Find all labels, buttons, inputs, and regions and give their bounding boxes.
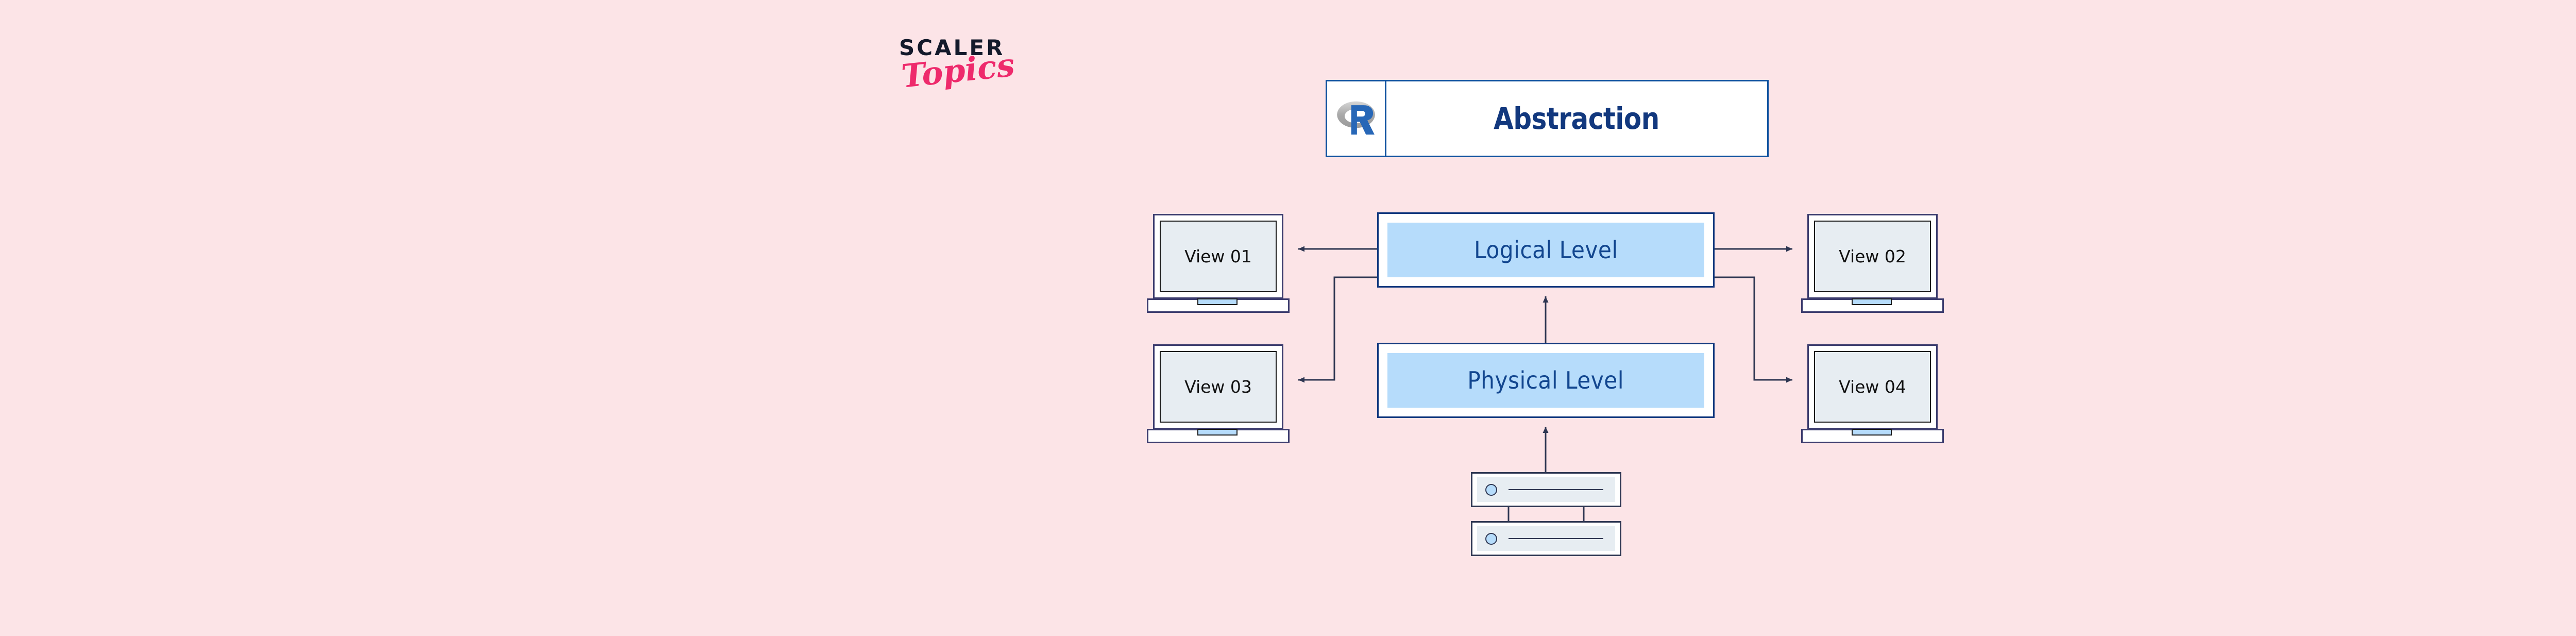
- scaler-topics-logo: SCALER Topics: [899, 37, 1033, 114]
- laptop-screen: View 01: [1160, 221, 1277, 292]
- laptop-lid: View 03: [1153, 344, 1283, 429]
- header-logo-cell: [1326, 80, 1386, 157]
- view-04-laptop-icon[interactable]: View 04: [1801, 344, 1944, 443]
- laptop-screen: View 03: [1160, 351, 1277, 423]
- header-title-cell: Abstraction: [1386, 80, 1769, 157]
- view-04-label: View 04: [1839, 377, 1906, 397]
- laptop-trackpad: [1197, 429, 1238, 436]
- laptop-trackpad: [1852, 298, 1892, 305]
- page-title: Abstraction: [1494, 101, 1660, 136]
- server-status-led-icon: [1485, 483, 1497, 496]
- connector-logical-to-view04: [1715, 276, 1792, 383]
- view-03-laptop-icon[interactable]: View 03: [1147, 344, 1290, 443]
- laptop-lid: View 04: [1807, 344, 1938, 429]
- view-03-label: View 03: [1184, 377, 1252, 397]
- laptop-trackpad: [1197, 298, 1238, 305]
- laptop-lid: View 02: [1807, 214, 1938, 299]
- laptop-trackpad: [1852, 429, 1892, 436]
- database-server-unit-top[interactable]: [1471, 472, 1621, 507]
- database-server-unit-bottom[interactable]: [1471, 521, 1621, 556]
- physical-level-node[interactable]: Physical Level: [1377, 343, 1715, 418]
- r-language-logo-icon: [1332, 94, 1380, 143]
- logical-level-fill: Logical Level: [1387, 223, 1704, 277]
- laptop-screen: View 02: [1814, 221, 1931, 292]
- connector-logical-to-view03: [1298, 276, 1377, 383]
- server-panel: [1477, 526, 1615, 551]
- view-01-laptop-icon[interactable]: View 01: [1147, 214, 1290, 313]
- view-02-laptop-icon[interactable]: View 02: [1801, 214, 1944, 313]
- physical-level-fill: Physical Level: [1387, 353, 1704, 408]
- server-panel: [1477, 477, 1615, 502]
- page-header-bar: Abstraction: [1326, 80, 1769, 157]
- server-status-led-icon: [1485, 532, 1497, 545]
- view-01-label: View 01: [1184, 246, 1252, 266]
- server-slot-line: [1509, 538, 1603, 539]
- server-slot-line: [1509, 489, 1603, 490]
- laptop-lid: View 01: [1153, 214, 1283, 299]
- logical-level-label: Logical Level: [1473, 236, 1618, 264]
- laptop-screen: View 04: [1814, 351, 1931, 423]
- logical-level-node[interactable]: Logical Level: [1377, 212, 1715, 288]
- physical-level-label: Physical Level: [1467, 366, 1624, 394]
- logo-brand-text: SCALER: [899, 35, 1005, 60]
- view-02-label: View 02: [1839, 246, 1906, 266]
